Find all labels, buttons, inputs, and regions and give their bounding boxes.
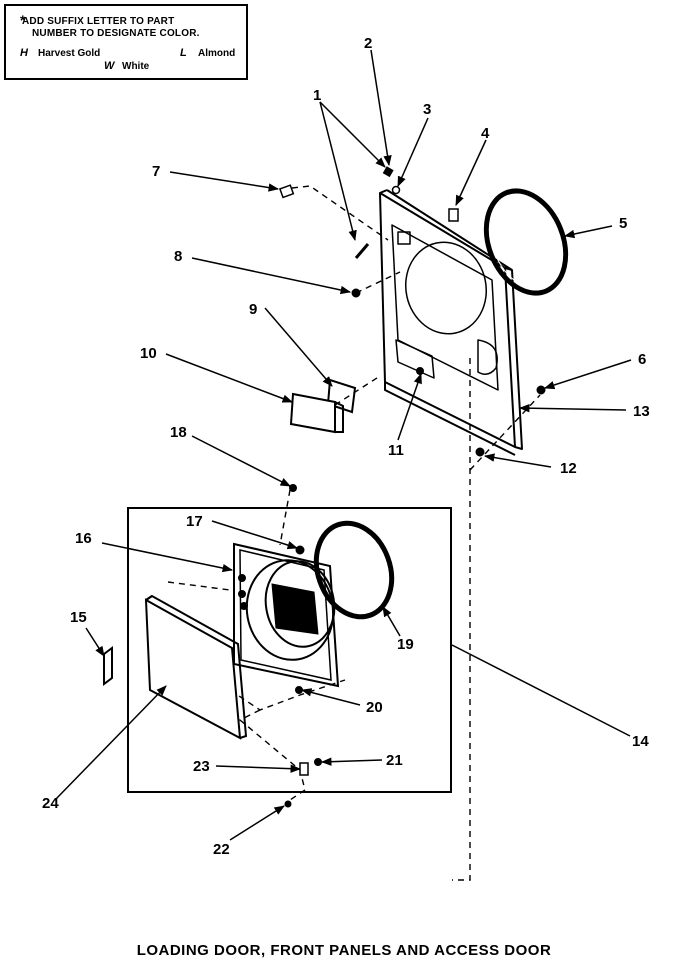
door-outer-panel <box>144 594 248 740</box>
callout-20: 20 <box>366 699 383 716</box>
callout-5: 5 <box>619 215 627 232</box>
callout-22: 22 <box>213 841 230 858</box>
small-hardware-upper <box>278 166 546 457</box>
color-name-almond: Almond <box>198 48 236 59</box>
callout-13: 13 <box>633 403 650 420</box>
note-line-2: NUMBER TO DESIGNATE COLOR. <box>32 28 200 39</box>
callout-19: 19 <box>397 636 414 653</box>
callout-15: 15 <box>70 609 87 626</box>
small-hardware-lower <box>284 484 322 808</box>
callout-leaders <box>54 49 632 841</box>
color-name-harvest-gold: Harvest Gold <box>38 48 101 59</box>
callout-23: 23 <box>193 758 210 775</box>
diagram-caption: LOADING DOOR, FRONT PANELS AND ACCESS DO… <box>136 942 552 959</box>
callout-17: 17 <box>186 513 203 530</box>
callout-1: 1 <box>313 87 321 104</box>
callout-18: 18 <box>170 424 187 441</box>
door-opening <box>404 241 488 335</box>
note-asterisk: * <box>20 12 26 28</box>
note-line-1: ADD SUFFIX LETTER TO PART <box>22 16 175 27</box>
color-code-h: H <box>20 47 28 59</box>
callout-numbers: 1 2 3 4 5 6 7 8 9 10 11 12 13 14 15 16 1… <box>42 35 650 858</box>
color-code-w: W <box>104 60 115 72</box>
assembly-dashed-lines <box>167 185 541 881</box>
loading-door-assembly <box>233 542 340 688</box>
callout-24: 24 <box>42 795 59 812</box>
control-module <box>289 378 357 434</box>
color-name-white: White <box>122 61 150 72</box>
callout-11: 11 <box>388 442 404 459</box>
callout-12: 12 <box>560 460 577 477</box>
callout-8: 8 <box>174 248 182 265</box>
callout-9: 9 <box>249 301 257 318</box>
door-seal-ring <box>483 188 569 296</box>
color-suffix-note: * ADD SUFFIX LETTER TO PART NUMBER TO DE… <box>4 4 248 80</box>
callout-16: 16 <box>75 530 92 547</box>
callout-21: 21 <box>386 752 403 769</box>
callout-7: 7 <box>152 163 160 180</box>
callout-3: 3 <box>423 101 431 118</box>
callout-6: 6 <box>638 351 646 368</box>
callout-2: 2 <box>364 35 372 52</box>
callout-14: 14 <box>632 733 649 750</box>
color-code-l: L <box>180 47 187 59</box>
upper-front-panel-group <box>379 189 523 456</box>
callout-4: 4 <box>481 125 490 142</box>
door-gasket <box>313 520 395 620</box>
access-panel-frame <box>127 507 452 793</box>
callout-10: 10 <box>140 345 157 362</box>
door-handle <box>103 646 113 686</box>
